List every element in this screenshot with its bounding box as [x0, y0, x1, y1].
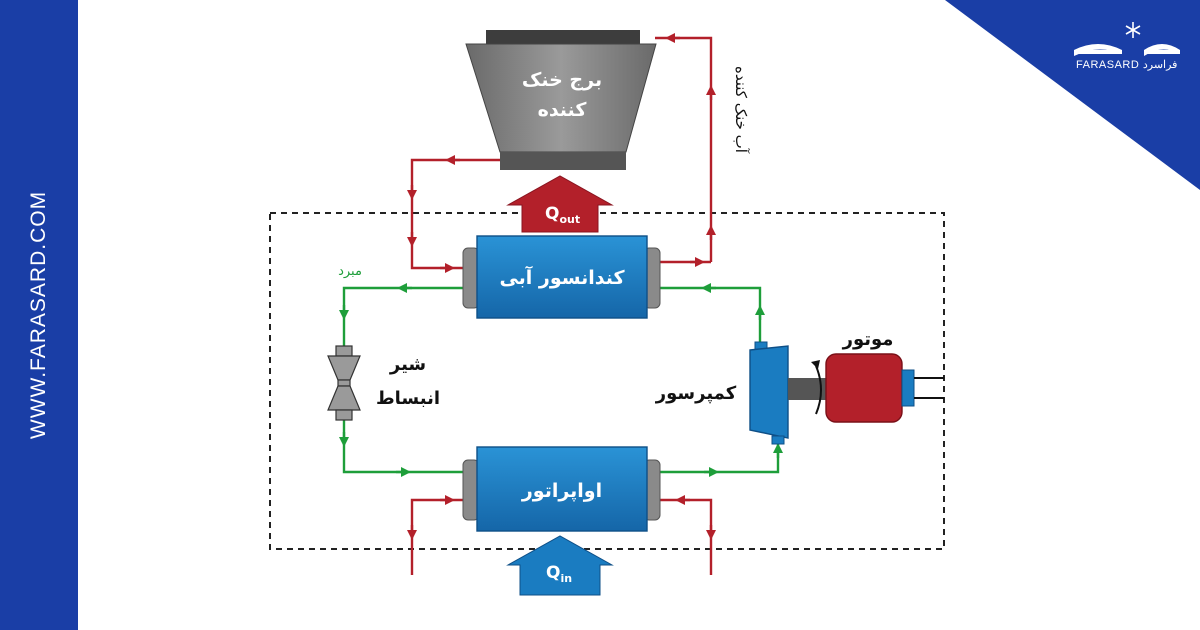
farasard-logo[interactable] — [1068, 20, 1186, 80]
motor-label: موتور — [842, 329, 894, 350]
cooling-water-arrows — [407, 33, 716, 540]
rotation-arrow-icon — [815, 365, 822, 415]
compressor — [749, 341, 789, 445]
motor — [825, 353, 944, 423]
heat-out-label: Q — [545, 204, 559, 224]
cooling-tower-label-line1: برج خنک — [522, 69, 602, 91]
svg-text:Qout: Qout — [545, 204, 580, 226]
refrigerant-arrows — [339, 283, 783, 477]
condenser-label: کندانسور آبی — [499, 265, 625, 289]
expansion-valve-label-1: شیر — [389, 354, 426, 375]
heat-in-arrow: Qin — [506, 535, 614, 596]
heat-in-label: Q — [546, 563, 560, 583]
cooling-tower — [465, 30, 657, 170]
evaporator-label: اواپراتور — [521, 480, 602, 502]
compressor-shaft — [788, 378, 828, 400]
evaporator — [462, 446, 661, 532]
expansion-valve-label-2: انبساط — [376, 388, 440, 409]
svg-text:Qin: Qin — [546, 563, 572, 585]
cooling-tower-label-line2: کننده — [538, 99, 588, 121]
condenser — [462, 235, 661, 319]
compressor-label: کمپرسور — [655, 383, 737, 404]
logo-text: FARASARD فراسرد — [1076, 59, 1178, 71]
refrigerant-label: مبرد — [338, 264, 362, 279]
heat-out-sub: out — [559, 213, 580, 226]
side-bar: WWW.FARASARD.COM — [0, 0, 78, 630]
system-boundary — [269, 212, 945, 550]
snowflake-icon — [1125, 22, 1141, 38]
cooling-water-label: آب خنک کننده — [732, 66, 750, 154]
cooling-tower-label: برج خنک کننده — [522, 69, 602, 121]
expansion-valve — [327, 345, 361, 421]
expansion-valve-label: شیر انبساط — [376, 354, 440, 409]
heat-in-sub: in — [560, 572, 572, 585]
heat-out-arrow: Qout — [506, 175, 614, 233]
